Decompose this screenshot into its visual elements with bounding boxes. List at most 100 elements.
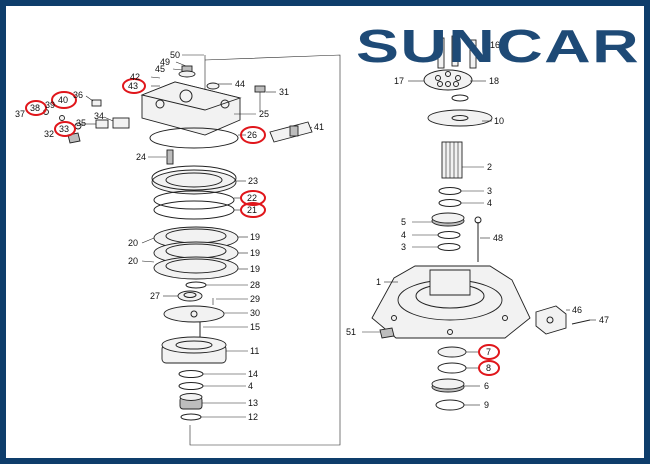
label-42: 42 [130,72,140,82]
part-oring-8 [437,362,467,374]
label-32: 32 [44,129,54,139]
label-3-top: 3 [487,186,492,196]
label-46: 46 [572,305,582,315]
part-oring-26 [149,127,239,149]
part-ring-4-top [438,199,462,207]
part-gear-13 [179,393,203,410]
part-pistons-16 [437,35,477,69]
label-2: 2 [487,162,492,172]
part-bolt-stack [178,55,266,112]
label-23: 23 [248,176,258,186]
label-21: 21 [247,205,257,215]
label-15: 15 [250,322,260,332]
brand-logo: SUNCAR [356,20,640,72]
part-ring-3-mid [437,243,461,251]
label-4-mid: 4 [401,230,406,240]
part-ring-4-mid [437,231,461,239]
part-pin-24 [166,149,174,165]
label-11: 11 [250,346,259,356]
right-leader-lines [362,80,596,406]
label-41: 41 [314,122,324,132]
part-ring-14 [178,370,204,378]
label-10: 10 [494,116,504,126]
label-49: 49 [160,57,170,67]
label-19-lower: 19 [250,264,260,274]
brand-logo-text: SUNCAR [356,20,640,72]
part-ring-12 [180,413,202,421]
part-disc-stack [153,226,239,280]
part-bearing-5 [431,212,465,227]
label-26: 26 [247,130,257,140]
part-plate-10 [427,109,493,127]
part-ring-21 [153,200,235,220]
label-6: 6 [484,381,489,391]
left-leader-lines [80,54,313,418]
label-17: 17 [394,76,404,86]
part-washer-28 [185,281,207,289]
part-ring-3-top [438,187,462,195]
part-shaft-2 [441,141,463,179]
part-seal-7 [437,346,467,358]
part-ring-18 [451,94,469,102]
label-19-middle: 19 [250,248,260,258]
assembly-connector-line [189,54,341,446]
label-4-left: 4 [248,381,253,391]
part-relief-valve [269,121,313,143]
label-29: 29 [250,294,260,304]
part-ring-4-left [178,382,204,390]
label-51: 51 [346,327,356,337]
label-35: 35 [76,118,86,128]
label-4-top: 4 [487,198,492,208]
label-44: 44 [235,79,245,89]
part-ring-23 [151,165,237,195]
part-snap-ring-9 [435,399,465,411]
label-36: 36 [73,90,83,100]
label-28: 28 [250,280,260,290]
part-bracket-51 [379,327,395,339]
part-housing-1 [371,265,531,339]
part-bearing-6 [431,378,465,393]
label-33: 33 [59,124,69,134]
label-38: 38 [30,103,40,113]
label-19-upper: 19 [250,232,260,242]
label-31: 31 [279,87,289,97]
label-14: 14 [248,369,258,379]
label-40: 40 [58,95,68,105]
label-34: 34 [94,111,104,121]
label-18: 18 [489,76,499,86]
label-25: 25 [259,109,269,119]
part-bolt-47 [571,319,591,325]
label-39: 39 [45,100,55,110]
label-1: 1 [376,277,381,287]
label-8: 8 [486,363,491,373]
label-24: 24 [136,152,146,162]
part-number-labels: 50 49 45 42 43 44 31 36 40 38 39 37 25 3… [15,40,609,422]
part-gear-set-11 [161,336,227,364]
label-5: 5 [401,217,406,227]
label-9: 9 [484,400,489,410]
label-16: 16 [490,40,500,50]
label-45: 45 [155,64,165,74]
label-43: 43 [128,81,138,91]
label-50: 50 [170,50,180,60]
part-block-46 [535,305,567,335]
part-valve-block [140,81,242,136]
highlight-circles [25,78,500,376]
label-13: 13 [248,398,258,408]
part-ring-22 [153,190,235,210]
label-47: 47 [599,315,609,325]
label-30: 30 [250,308,260,318]
label-48: 48 [493,233,503,243]
label-3-mid: 3 [401,242,406,252]
label-7: 7 [486,347,491,357]
label-20-lower: 20 [128,256,138,266]
label-22: 22 [247,193,257,203]
label-27: 27 [150,291,160,301]
part-carrier-30 [163,305,225,323]
label-37: 37 [15,109,25,119]
part-bearing-27 [177,290,203,302]
label-12: 12 [248,412,258,422]
label-20-upper: 20 [128,238,138,248]
